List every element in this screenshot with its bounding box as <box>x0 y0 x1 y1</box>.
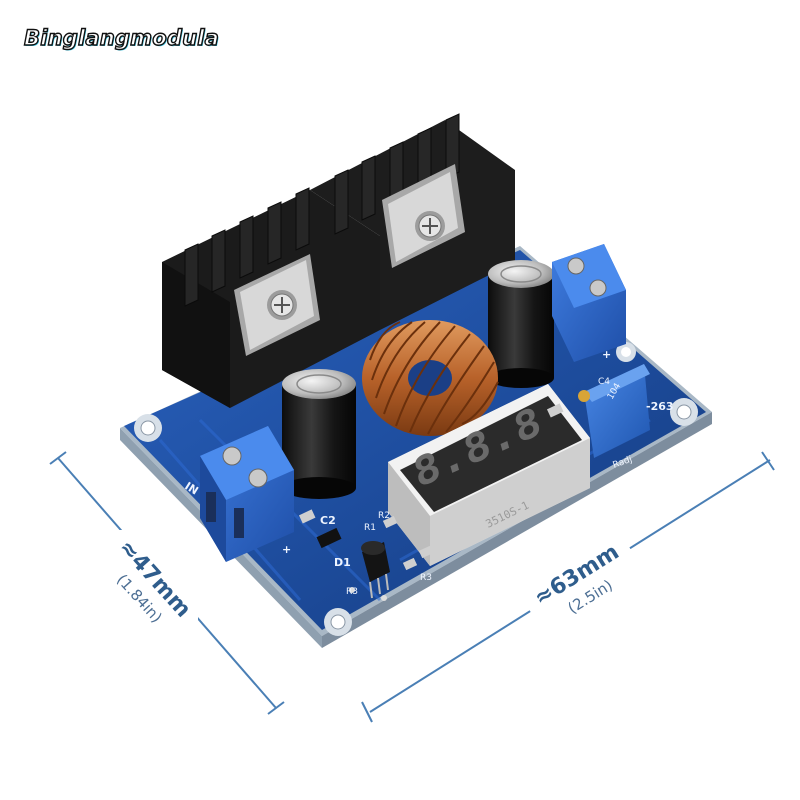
silk-plus-input: + <box>282 543 291 556</box>
mosfet-right <box>382 164 465 268</box>
smd-components <box>298 403 564 601</box>
silk-r3b: R3 <box>346 587 358 597</box>
silk-part-263: -263 <box>646 400 674 413</box>
silk-plus-output: + <box>602 348 611 361</box>
mounting-hole-right <box>670 398 698 426</box>
silkscreen-labels: IN + + C2 D1 R1 R2 R3 R3 C4 -263 Radj <box>182 348 673 597</box>
silk-c2: C2 <box>320 514 336 527</box>
capacitor-right <box>488 260 554 388</box>
mounting-hole-top-right <box>616 342 636 362</box>
toroid-inductor <box>362 320 499 436</box>
mosfet-left <box>234 254 320 356</box>
terminal-block-output <box>552 244 626 362</box>
mounting-hole-left <box>134 414 162 442</box>
silk-r2: R2 <box>378 511 390 521</box>
silk-c4: C4 <box>598 377 610 387</box>
potentiometer-radj: 104 <box>578 364 650 458</box>
dimension-height: ≈47mm (1.84in) <box>49 451 285 715</box>
terminal-block-input <box>200 426 294 562</box>
capacitor-left <box>282 369 356 499</box>
silk-r3: R3 <box>420 573 432 583</box>
brand-watermark: Binglangmodula <box>23 25 219 50</box>
silk-in-label: IN <box>182 480 200 498</box>
silk-d1: D1 <box>334 556 351 569</box>
seven-segment-display: 8.8.8 3510S-1 <box>388 384 590 566</box>
silk-r1: R1 <box>364 523 376 533</box>
mounting-hole-bottom <box>324 608 352 636</box>
